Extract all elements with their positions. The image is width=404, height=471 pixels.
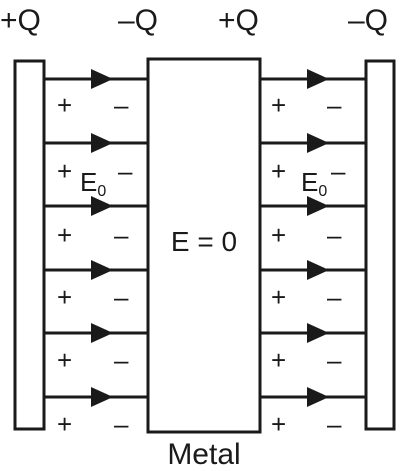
right-field-arrowhead [307,133,329,153]
left-field-subscript: 0 [97,183,106,200]
slab-right-plus-charge: + [271,90,286,120]
metal-slab [146,57,262,434]
right-plate-minus-charge: – [327,345,342,375]
right-plate-minus-charge: – [327,409,342,439]
slab-right-plus-charge: + [271,220,286,250]
right-gap-field-label: E0 [301,167,327,200]
metal-field-label: E = 0 [171,226,237,257]
slab-left-charge-label: –Q [118,4,158,37]
field-lines-group [44,69,366,407]
left-plate-plus-charge: + [57,90,72,120]
slab-left-minus-charge: – [114,90,129,120]
right-capacitor-plate [364,59,396,431]
left-plate-plus-charge: + [57,282,72,312]
right-field-subscript: 0 [318,183,327,200]
left-field-arrowhead [91,260,113,280]
right-field-arrowhead [307,260,329,280]
left-field-arrowhead [91,387,113,407]
left-plate-plus-charge: + [57,220,72,250]
right-plate-minus-charge: – [327,220,342,250]
slab-right-plus-charge: + [271,409,286,439]
slab-right-plus-charge: + [271,345,286,375]
slab-right-charge-label: +Q [218,4,259,37]
right-field-arrowhead [307,323,329,343]
left-plate-plus-charge: + [57,345,72,375]
right-plate-minus-charge: – [331,156,346,186]
left-gap-field-label: E0 [80,167,106,200]
left-capacitor-plate [13,59,46,431]
slab-right-plus-charge: + [271,156,286,186]
slab-right-plus-charge: + [271,282,286,312]
slab-left-minus-charge: – [114,345,129,375]
left-field-arrowhead [91,69,113,89]
right-plate-charge-label: –Q [348,4,388,37]
left-plate-plus-charge: + [57,156,72,186]
slab-left-minus-charge: – [118,156,133,186]
slab-left-minus-charge: – [114,409,129,439]
right-field-arrowhead [307,196,329,216]
left-plate-plus-charge: + [57,409,72,439]
right-plate-minus-charge: – [327,90,342,120]
left-field-symbol: E [80,167,97,197]
left-field-arrowhead [91,323,113,343]
slab-left-minus-charge: – [114,282,129,312]
metal-caption: Metal [167,438,240,471]
left-plate-charge-label: +Q [0,4,41,37]
left-field-arrowhead [91,196,113,216]
surface-charges-group: + + – – + + – – + + – – + + – – + + – – + + – – [57,90,346,439]
right-field-symbol: E [301,167,318,197]
right-field-arrowhead [307,387,329,407]
left-field-arrowhead [91,133,113,153]
right-field-arrowhead [307,69,329,89]
slab-left-minus-charge: – [114,220,129,250]
right-plate-minus-charge: – [327,282,342,312]
